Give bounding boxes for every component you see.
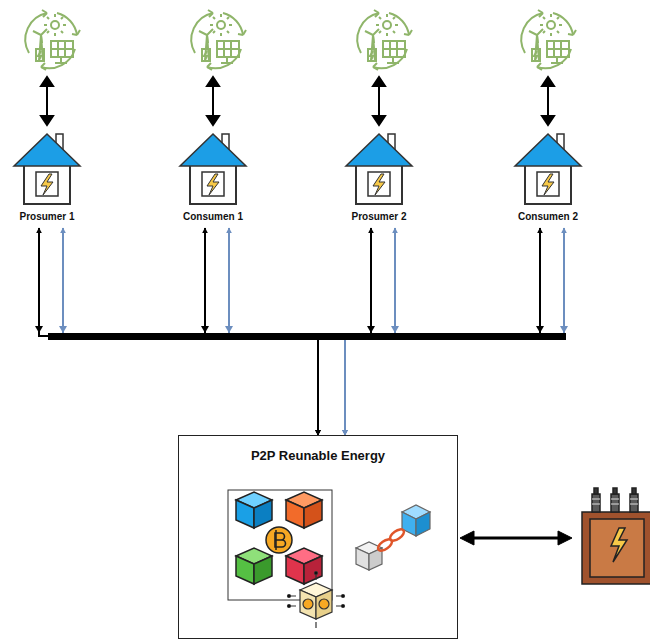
bus-arrowhead <box>536 326 544 333</box>
house-icon <box>12 128 82 208</box>
bus-arrowhead <box>201 326 209 333</box>
bus-arrowhead <box>391 326 399 333</box>
connector <box>345 228 564 435</box>
bus-arrowhead <box>560 326 568 333</box>
house-icon <box>344 128 414 208</box>
connector <box>318 228 540 435</box>
connector <box>229 228 345 435</box>
connector <box>345 228 395 435</box>
house-node: Prosumer 1 <box>7 128 87 222</box>
bus-arrowhead <box>35 326 43 333</box>
house-label: Prosumer 1 <box>19 211 74 222</box>
house-icon <box>178 128 248 208</box>
house-icon <box>513 128 583 208</box>
house-node: Consumen 2 <box>508 128 588 222</box>
house-node: Consumen 1 <box>173 128 253 222</box>
bus-arrowhead <box>367 326 375 333</box>
connector <box>205 228 318 435</box>
bus-arrowhead <box>59 326 67 333</box>
connector <box>63 228 345 435</box>
connector <box>39 228 318 435</box>
bus-arrowhead <box>225 326 233 333</box>
box-title: P2P Reunable Energy <box>179 448 457 463</box>
house-node: Prosumer 2 <box>339 128 419 222</box>
house-label: Prosumer 2 <box>351 211 406 222</box>
house-label: Consumen 2 <box>518 211 578 222</box>
house-label: Consumen 1 <box>183 211 243 222</box>
p2p-box: P2P Reunable Energy <box>178 435 458 639</box>
